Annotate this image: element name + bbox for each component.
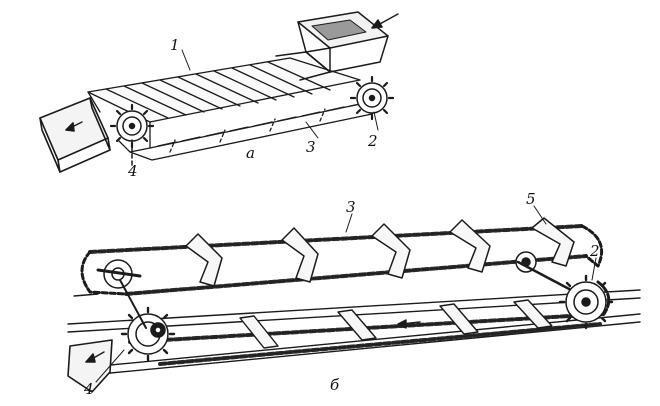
leader-line xyxy=(533,205,547,225)
apron-plates-top xyxy=(87,57,361,123)
feed-arrow-icon xyxy=(371,13,399,29)
callout-label: 2 xyxy=(367,132,378,150)
callout-label: 5 xyxy=(526,190,536,208)
leader-line xyxy=(591,257,597,281)
panel-label: а xyxy=(246,144,255,162)
leader-line xyxy=(373,111,379,131)
upper-scrapers xyxy=(185,217,575,287)
tail-sprocket xyxy=(96,259,176,362)
leader-line xyxy=(181,49,191,71)
discharge-chute xyxy=(39,97,111,173)
head-sprocket xyxy=(515,251,614,330)
callout-label: 4 xyxy=(83,380,94,398)
head-sprocket xyxy=(349,75,395,121)
lower-scrapers xyxy=(239,299,553,349)
feed-hopper xyxy=(275,11,399,81)
tail-sprocket xyxy=(109,103,155,169)
discharge-arrow-icon xyxy=(65,121,83,132)
discharge-arrow-icon xyxy=(85,351,105,363)
upper-chain xyxy=(88,224,588,296)
callout-label: 2 xyxy=(589,242,600,260)
callout-label: 3 xyxy=(306,138,316,156)
panel-a-apron-conveyor: 1 2 3 4 а xyxy=(39,11,399,180)
leader-line xyxy=(345,213,353,233)
leader-line xyxy=(305,121,319,139)
discharge-chute xyxy=(67,339,113,393)
callout-label: 3 xyxy=(346,198,356,216)
callout-label: 4 xyxy=(127,162,138,180)
return-arrow-icon xyxy=(397,319,421,329)
callout-label: 1 xyxy=(170,36,180,54)
panel-label: б xyxy=(330,376,340,394)
panel-b-scraper-conveyor: 3 5 2 4 б xyxy=(67,190,641,398)
leader-line xyxy=(95,349,125,383)
